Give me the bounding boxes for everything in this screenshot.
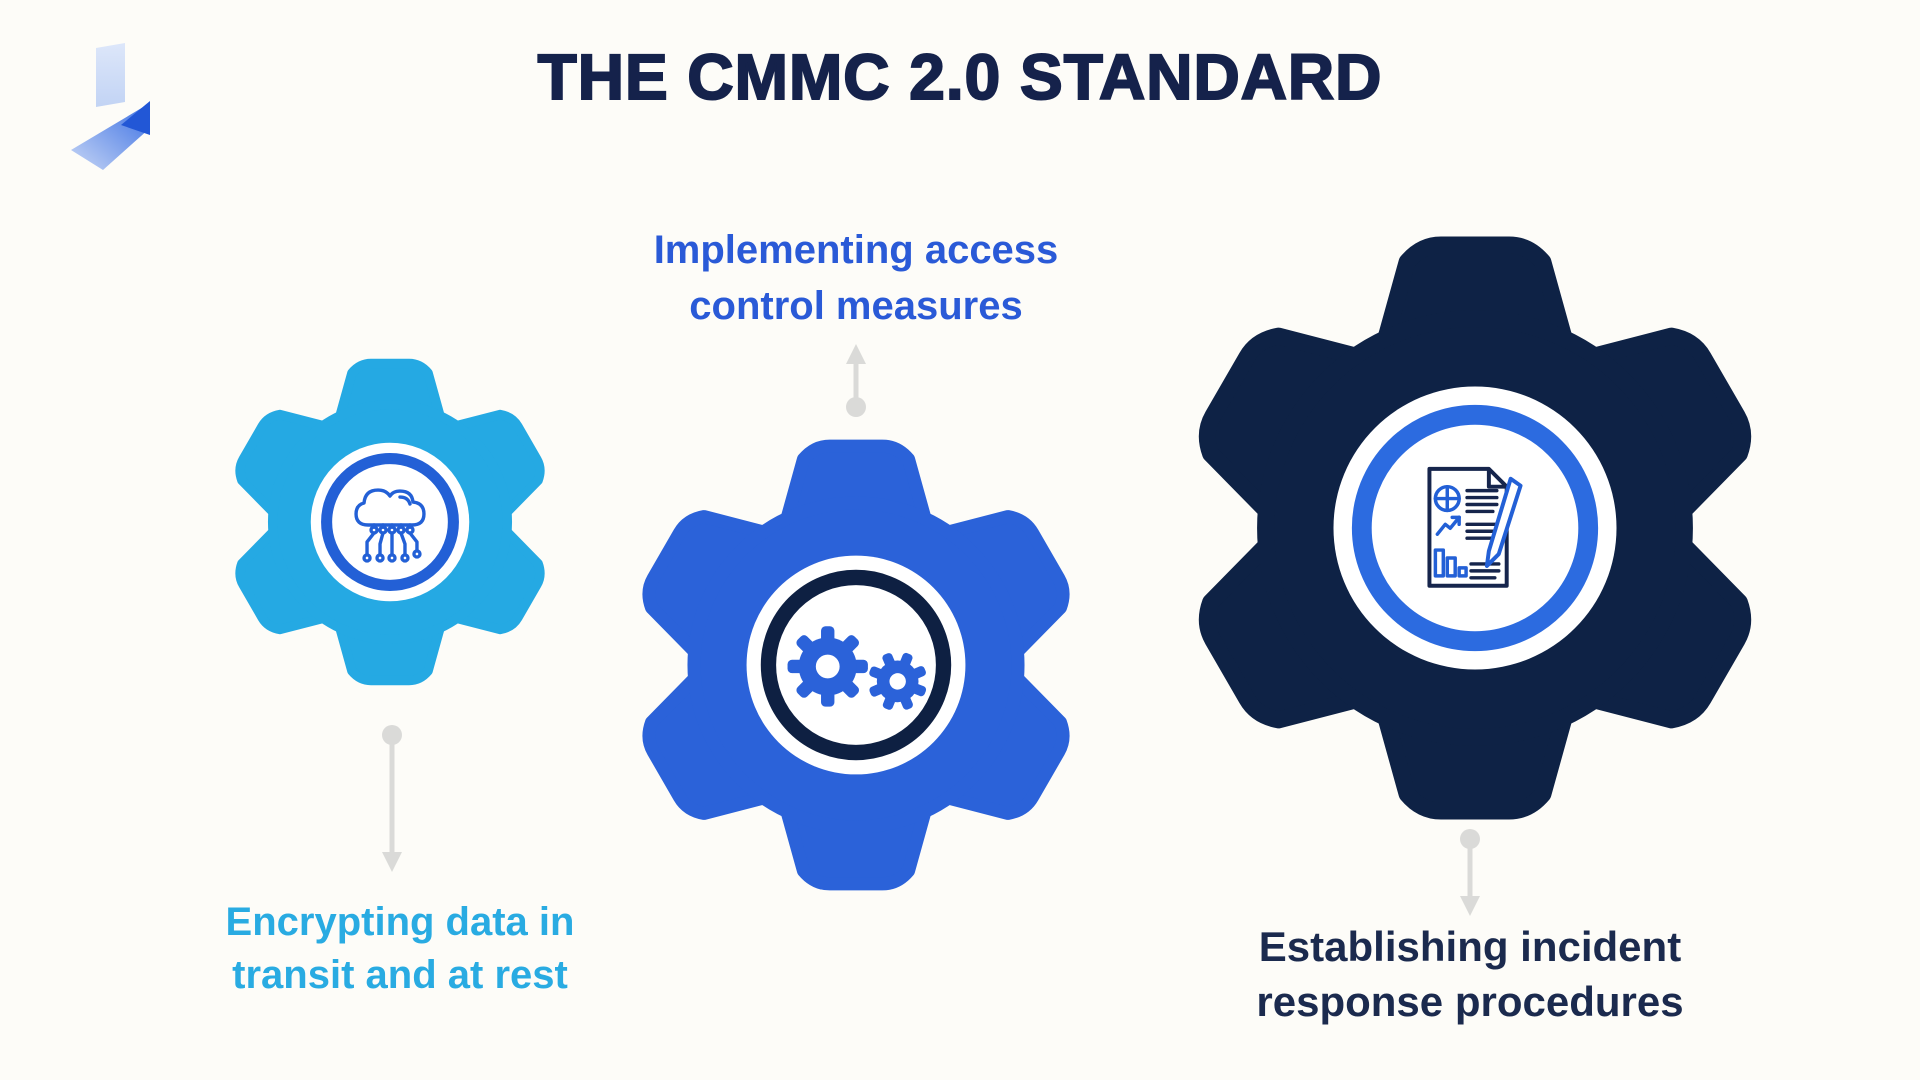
gear-ring [1351, 404, 1599, 652]
label-encrypting-data: Encrypting data in transit and at rest [100, 896, 700, 1002]
gear-body [235, 358, 545, 686]
cloud-network-icon [354, 488, 426, 563]
report-text-lines [1465, 488, 1501, 580]
gear-access-control [642, 439, 1070, 891]
gear-ring [321, 453, 459, 591]
report-chart-marks [1433, 484, 1468, 578]
label-line: response procedures [1256, 977, 1684, 1025]
page-title: THE CMMC 2.0 STANDARD [537, 40, 1383, 114]
connector-down-arrow [1460, 829, 1480, 916]
logo-triangle [121, 101, 150, 135]
small-gear-large [787, 626, 868, 707]
double-gears-icon [787, 626, 927, 710]
small-gear-small [869, 652, 927, 710]
connector-up-arrow [846, 344, 866, 417]
connector-down-arrow [382, 725, 402, 872]
label-incident-response: Establishing incident response procedure… [1140, 920, 1800, 1029]
gear-body [1198, 236, 1752, 820]
label-line: Encrypting data in [225, 900, 575, 944]
brand-logo [71, 43, 150, 170]
label-line: control measures [689, 284, 1023, 328]
gear-encrypting-data [235, 358, 545, 686]
label-line: transit and at rest [232, 952, 568, 997]
label-access-control: Implementing access control measures [556, 222, 1156, 334]
gear-incident-response [1198, 236, 1752, 820]
logo-panel [96, 43, 125, 107]
report-pencil-icon [1427, 466, 1523, 588]
gear-ring [760, 569, 952, 761]
pencil-icon [1484, 476, 1523, 568]
gear-hub [310, 442, 470, 602]
label-line: Implementing access [653, 228, 1059, 272]
label-line: Establishing incident [1258, 923, 1682, 970]
